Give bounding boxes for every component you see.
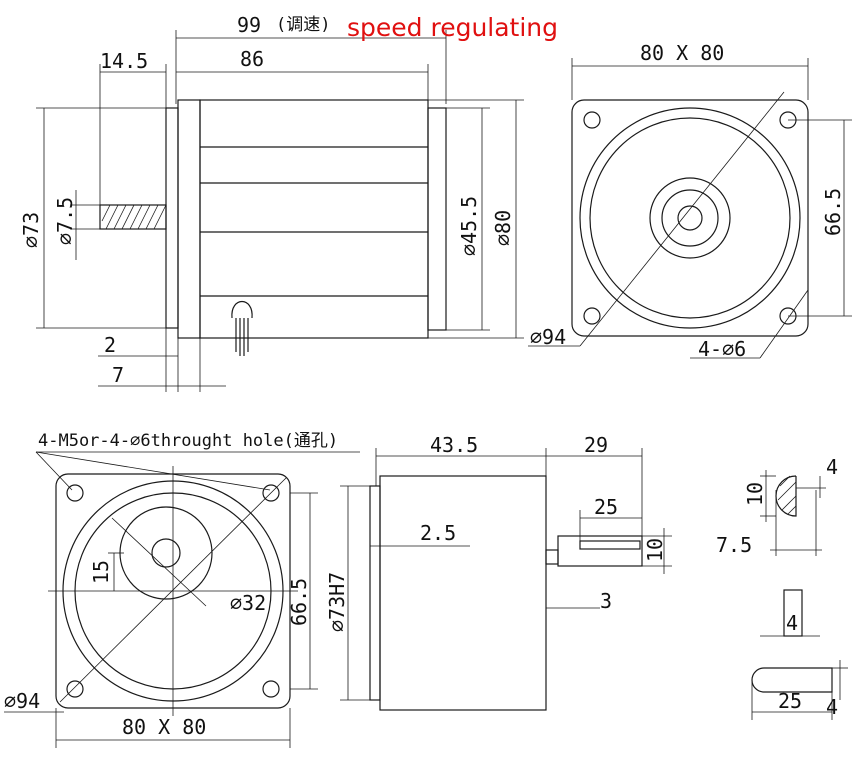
dim-overall-length: 99 [237, 13, 261, 37]
dim-boss-dia: ⌀32 [230, 591, 266, 615]
dim-shaft-dia: ⌀7.5 [53, 197, 77, 245]
dim-key-width: 4 [786, 611, 798, 635]
dim-overall-note: (调速) [276, 15, 330, 35]
flange [165, 107, 179, 329]
dim-pilot-dia: ⌀73H7 [325, 572, 349, 632]
mount-hole [583, 111, 601, 129]
dim-gearbox-length: 43.5 [430, 433, 478, 457]
rear-cap [427, 107, 447, 331]
motor-side-view: 99 (调速) speed regulating 86 14.5 ⌀73 ⌀7.… [19, 13, 558, 392]
motor-front-view: 80 X 80 66.5 ⌀94 4-⌀6 [528, 41, 852, 361]
output-shaft [557, 535, 643, 567]
dim-shoulder: 3 [600, 589, 612, 613]
gearbox-front-view: 4-M5or-4-⌀6throught hole(通孔) 15 ⌀32 66.5… [4, 431, 360, 748]
dim-section-width: 7.5 [716, 533, 752, 557]
dim-gearbox-spacing: 66.5 [287, 578, 311, 626]
dim-front-holes: 4-⌀6 [698, 337, 746, 361]
gearbox-holes-note: 4-M5or-4-⌀6throught hole(通孔) [38, 431, 338, 451]
shaft-details: 4 10 7.5 4 25 4 [716, 455, 848, 720]
dim-front-spacing: 66.5 [821, 188, 845, 236]
speed-regulating-label: speed regulating [347, 13, 558, 42]
front-square [571, 99, 809, 337]
dim-key-length: 25 [594, 495, 618, 519]
dim-flange-dia: ⌀73 [19, 212, 43, 248]
dim-gearbox-flange: 2.5 [420, 521, 456, 545]
dim-flat-depth: 4 [826, 455, 838, 479]
dim-rear-dia: ⌀45.5 [457, 196, 481, 256]
key-top [751, 667, 833, 693]
dim-shaft-length: 14.5 [100, 49, 148, 73]
dim-key-len: 25 [778, 689, 802, 713]
dim-front-circle: ⌀94 [530, 325, 566, 349]
dim-boss-offset: 15 [89, 560, 113, 584]
dim-output-shaft-length: 29 [584, 433, 608, 457]
dim-gearbox-circle: ⌀94 [4, 689, 40, 713]
shaft-section [775, 475, 797, 517]
dim-key-height: 4 [826, 695, 838, 719]
output-boss [119, 506, 213, 600]
gearbox-body [379, 475, 547, 711]
dim-output-shaft-dia: 10 [643, 538, 667, 562]
dim-body-dia: ⌀80 [491, 210, 515, 246]
gearbox-side-view: 43.5 29 25 10 2.5 ⌀73H7 3 [325, 433, 672, 711]
dim-step-len: 7 [112, 363, 124, 387]
dim-section-dia: 10 [743, 482, 767, 506]
dim-gearbox-square: 80 X 80 [122, 715, 206, 739]
motor-body [199, 99, 429, 339]
dim-front-square: 80 X 80 [640, 41, 724, 65]
mount-hole [583, 307, 601, 325]
cable [231, 301, 253, 319]
dim-body-length: 86 [240, 47, 264, 71]
dim-flange-thk: 2 [104, 333, 116, 357]
